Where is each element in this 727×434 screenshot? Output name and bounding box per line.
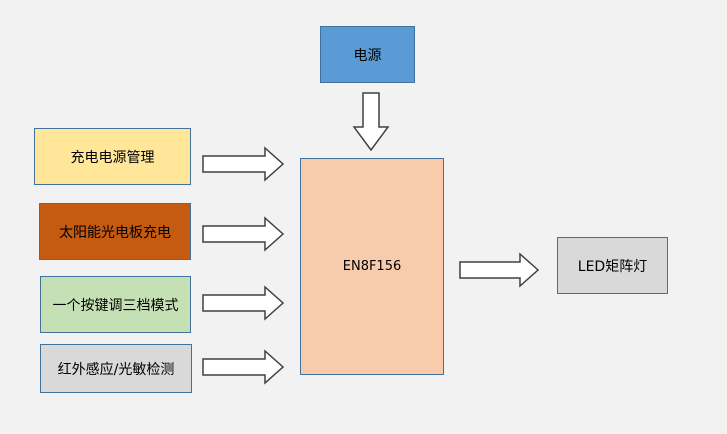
led-matrix-label: LED矩阵灯 <box>577 258 648 275</box>
charge-management-label: 充电电源管理 <box>70 149 155 166</box>
power-block: 电源 <box>320 26 415 83</box>
sensor-detection-label: 红外感应/光敏检测 <box>57 361 175 378</box>
mcu-to-led-arrow <box>459 252 540 288</box>
mcu-label: EN8F156 <box>342 259 402 274</box>
power-label: 电源 <box>353 47 382 64</box>
power-to-mcu-arrow <box>352 92 390 152</box>
charge-management-block: 充电电源管理 <box>34 128 191 185</box>
sensor-detection-arrow <box>202 349 285 385</box>
mcu-block: EN8F156 <box>300 158 444 375</box>
charge-management-arrow <box>202 146 285 182</box>
sensor-detection-block: 红外感应/光敏检测 <box>40 344 192 393</box>
button-mode-block: 一个按键调三档模式 <box>40 276 191 333</box>
button-mode-label: 一个按键调三档模式 <box>52 297 179 314</box>
button-mode-arrow <box>202 285 285 321</box>
solar-charging-arrow <box>202 216 285 252</box>
solar-charging-label: 太阳能光电板充电 <box>59 224 171 241</box>
led-matrix-block: LED矩阵灯 <box>557 237 668 294</box>
solar-charging-block: 太阳能光电板充电 <box>39 203 191 260</box>
